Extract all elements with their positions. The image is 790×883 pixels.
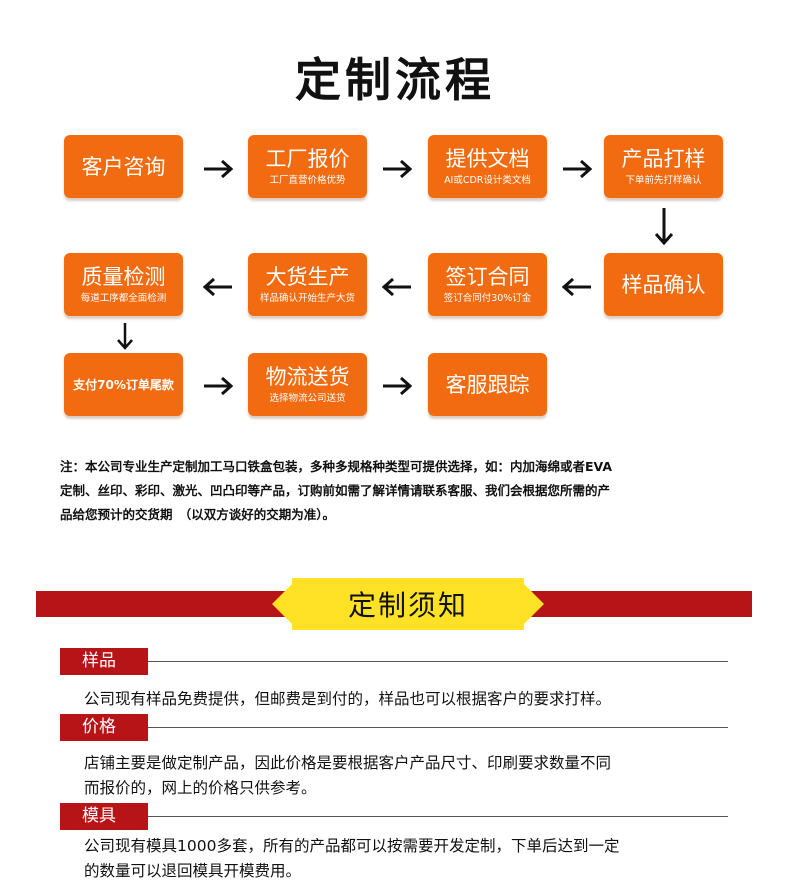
step-sublabel: 下单前先打样确认 bbox=[625, 174, 702, 186]
step-customer-consult: 客户咨询 bbox=[64, 135, 183, 198]
arrow-left-icon bbox=[382, 276, 412, 298]
note-line: 注：本公司专业生产定制加工马口铁盒包装，多种多规格种类型可提供选择，如：内加海绵… bbox=[60, 459, 613, 474]
banner-wing-right bbox=[522, 582, 544, 626]
step-sublabel: 每道工序都全面检测 bbox=[80, 292, 167, 304]
section-divider bbox=[148, 816, 728, 817]
step-provide-docs: 提供文档 AI或CDR设计类文档 bbox=[428, 135, 547, 198]
step-label: 质量检测 bbox=[81, 264, 166, 289]
step-label: 大货生产 bbox=[265, 264, 350, 289]
section-tag-sample: 样品 bbox=[60, 648, 148, 675]
step-sublabel: AI或CDR设计类文档 bbox=[444, 174, 531, 186]
section-line: 而报价的，网上的价格只供参考。 bbox=[84, 779, 317, 797]
arrow-right-icon bbox=[203, 375, 233, 397]
arrow-left-icon bbox=[203, 276, 233, 298]
step-label: 客服跟踪 bbox=[445, 372, 530, 397]
step-label: 物流送货 bbox=[265, 364, 350, 389]
arrow-down-icon bbox=[653, 207, 675, 245]
step-quality-check: 质量检测 每道工序都全面检测 bbox=[64, 253, 183, 316]
step-sublabel: 选择物流公司送货 bbox=[269, 392, 346, 404]
section-line: 的数量可以退回模具开模费用。 bbox=[84, 862, 302, 880]
step-logistics: 物流送货 选择物流公司送货 bbox=[248, 353, 367, 416]
note-line: 品给您预计的交货期 （以双方谈好的交期为准）。 bbox=[60, 507, 336, 522]
banner-wing-left bbox=[272, 582, 294, 626]
step-sublabel: 签订合同付30%订金 bbox=[443, 292, 532, 304]
step-factory-quote: 工厂报价 工厂直营价格优势 bbox=[248, 135, 367, 198]
step-label: 提供文档 bbox=[445, 146, 530, 171]
section-text-sample: 公司现有样品免费提供，但邮费是到付的，样品也可以根据客户的要求打样。 bbox=[84, 687, 734, 712]
arrow-down-icon bbox=[114, 322, 136, 350]
note-text: 注：本公司专业生产定制加工马口铁盒包装，多种多规格种类型可提供选择，如：内加海绵… bbox=[60, 455, 740, 527]
step-sign-contract: 签订合同 签订合同付30%订金 bbox=[428, 253, 547, 316]
step-label: 样品确认 bbox=[621, 272, 706, 297]
arrow-right-icon bbox=[382, 375, 412, 397]
section-tag-mold: 模具 bbox=[60, 803, 148, 830]
step-customer-service: 客服跟踪 bbox=[428, 353, 547, 416]
note-line: 定制、丝印、彩印、激光、凹凸印等产品，订购前如需了解详情请联系客服、我们会根据您… bbox=[60, 483, 611, 498]
arrow-right-icon bbox=[203, 158, 233, 180]
section-text-mold: 公司现有模具1000多套，所有的产品都可以按需要开发定制，下单后达到一定 的数量… bbox=[84, 834, 734, 883]
page-title: 定制流程 bbox=[295, 53, 495, 107]
arrow-left-icon bbox=[562, 276, 592, 298]
step-label: 客户咨询 bbox=[81, 154, 166, 179]
notice-title: 定制须知 bbox=[292, 578, 524, 630]
step-label: 签订合同 bbox=[445, 264, 530, 289]
step-sublabel: 样品确认开始生产大货 bbox=[259, 292, 355, 304]
section-text-price: 店铺主要是做定制产品，因此价格是要根据客户产品尺寸、印刷要求数量不同 而报价的，… bbox=[84, 751, 734, 801]
step-mass-production: 大货生产 样品确认开始生产大货 bbox=[248, 253, 367, 316]
step-final-payment: 支付70%订单尾款 bbox=[64, 353, 183, 416]
section-divider bbox=[148, 661, 728, 662]
section-line: 公司现有模具1000多套，所有的产品都可以按需要开发定制，下单后达到一定 bbox=[84, 837, 620, 855]
step-sample-making: 产品打样 下单前先打样确认 bbox=[604, 135, 723, 198]
step-sublabel: 工厂直营价格优势 bbox=[269, 174, 346, 186]
section-line: 店铺主要是做定制产品，因此价格是要根据客户产品尺寸、印刷要求数量不同 bbox=[84, 754, 612, 772]
section-divider bbox=[148, 727, 728, 728]
step-sample-confirm: 样品确认 bbox=[604, 253, 723, 316]
step-label: 产品打样 bbox=[621, 146, 706, 171]
arrow-right-icon bbox=[562, 158, 592, 180]
arrow-right-icon bbox=[382, 158, 412, 180]
section-tag-price: 价格 bbox=[60, 714, 148, 741]
step-label: 支付70%订单尾款 bbox=[73, 377, 174, 392]
section-line: 公司现有样品免费提供，但邮费是到付的，样品也可以根据客户的要求打样。 bbox=[84, 690, 612, 708]
step-label: 工厂报价 bbox=[265, 146, 350, 171]
